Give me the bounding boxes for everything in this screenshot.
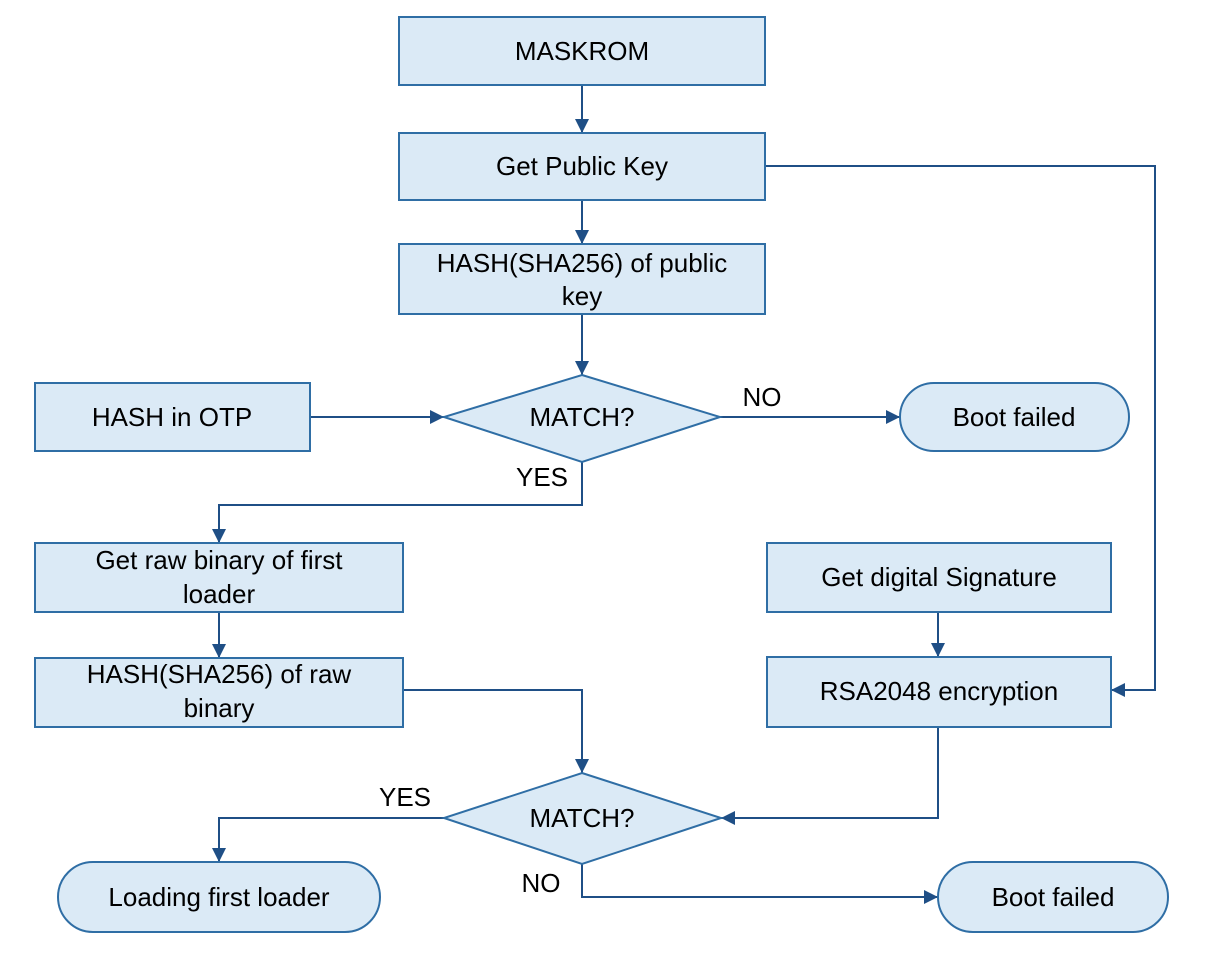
edge-hash-raw-binary-to-match-2 [403,689,589,773]
rsa2048-box [766,656,1112,728]
boot-failed-2-terminal [937,861,1169,933]
hash-in-otp-box [34,382,311,452]
hash-in-otp-label: HASH in OTP [92,402,252,432]
get-raw-binary-box [34,542,404,613]
rsa2048-label: RSA2048 encryption [820,676,1058,706]
hash-raw-binary-label-line-1: HASH(SHA256) of raw [87,659,352,689]
hash-raw-binary-label-line-2: binary [184,693,255,723]
hash-raw-binary-box [34,657,404,728]
edge-label-layer: NO YES YES NO [379,382,782,898]
edge-layer [212,85,1156,904]
hash-public-key-label-line-1: HASH(SHA256) of public [437,248,727,278]
match-1-yes-label: YES [516,462,568,492]
get-digital-signature-box [766,542,1112,613]
match-2-no-label: NO [522,868,561,898]
node-label-layer: MASKROM Get Public Key HASH(SHA256) of p… [87,36,1115,912]
hash-public-key-box [398,243,766,315]
match-2-label: MATCH? [530,803,635,833]
hash-public-key-label-line-2: key [562,281,602,311]
loading-first-loader-terminal [57,861,381,933]
get-public-key-label: Get Public Key [496,151,668,181]
match-1-no-label: NO [743,382,782,412]
get-public-key-box [398,132,766,201]
boot-failed-1-terminal [899,382,1130,452]
match-2-yes-label: YES [379,782,431,812]
get-raw-binary-label-line-2: loader [183,579,256,609]
match-2-decision [440,771,725,866]
match-1-label: MATCH? [530,402,635,432]
edge-get-public-key-to-rsa2048 [765,165,1156,697]
edge-rsa2048-to-match-2 [721,727,939,825]
maskrom-box [398,16,766,86]
boot-failed-1-label: Boot failed [953,402,1076,432]
loading-first-loader-label: Loading first loader [108,882,329,912]
get-digital-signature-label: Get digital Signature [821,562,1057,592]
node-layer [34,16,1169,933]
boot-failed-2-label: Boot failed [992,882,1115,912]
edge-match-1-yes-to-get-raw-binary [212,462,583,543]
edge-match-2-no-to-boot-failed-2 [581,864,938,904]
match-1-decision [440,373,724,464]
get-raw-binary-label-line-1: Get raw binary of first [95,545,343,575]
maskrom-label: MASKROM [515,36,649,66]
edge-match-2-yes-to-loading-first-loader [212,817,444,862]
